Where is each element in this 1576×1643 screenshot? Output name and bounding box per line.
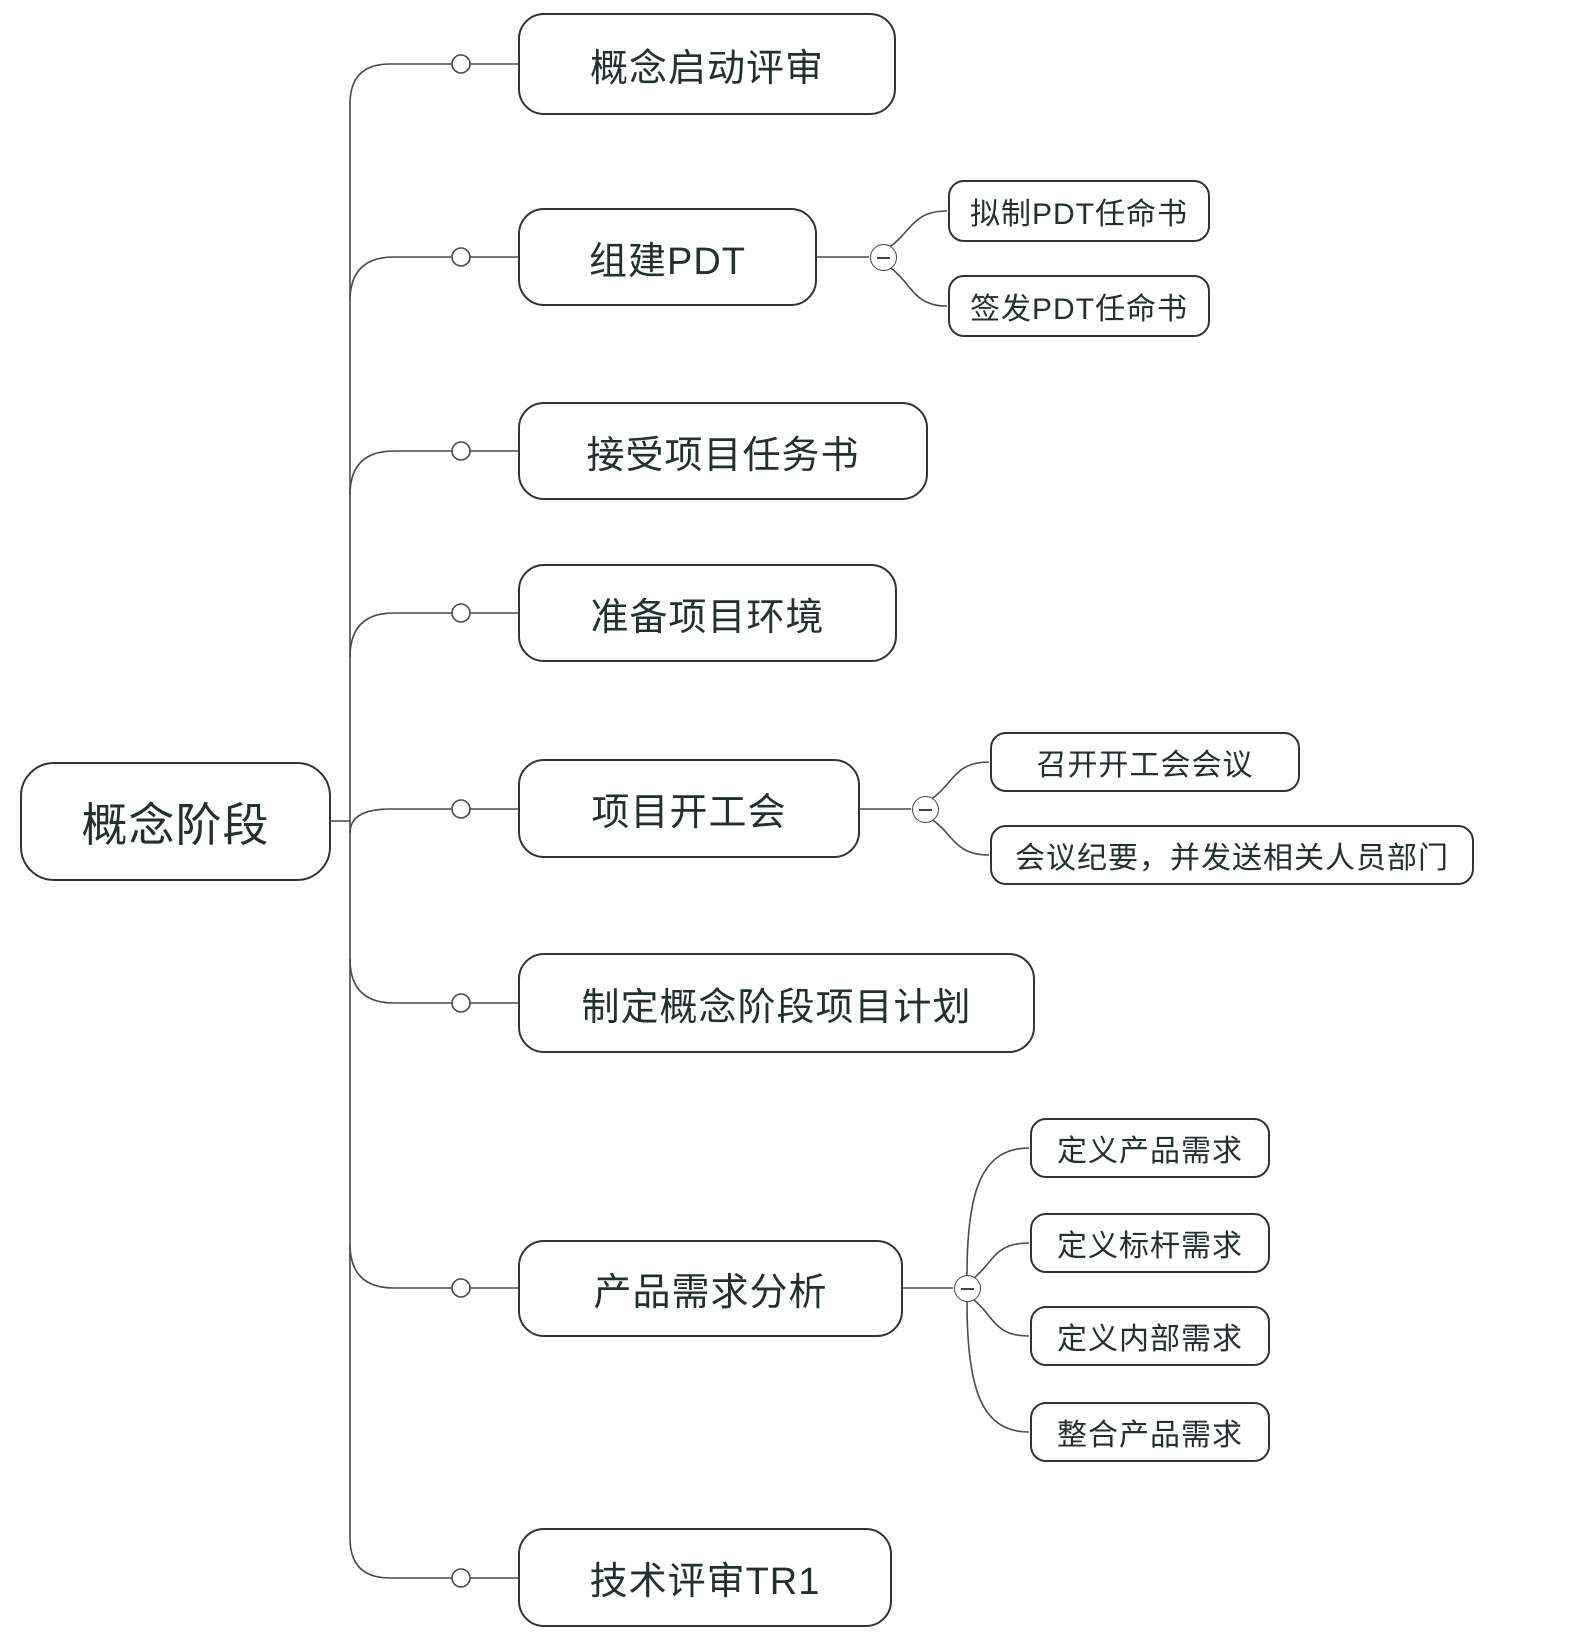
node-hold-kickoff-meeting[interactable]: 召开开工会会议: [990, 732, 1300, 792]
branch-dot: [451, 441, 471, 461]
node-define-benchmark-requirements[interactable]: 定义标杆需求: [1030, 1213, 1270, 1273]
connector-kickoff-child-2: [929, 817, 990, 856]
minus-icon: [961, 1287, 974, 1290]
node-prepare-project-environment[interactable]: 准备项目环境: [518, 564, 897, 662]
branch-dot: [451, 54, 471, 74]
collapse-button-project-kickoff[interactable]: [912, 796, 939, 823]
node-concept-phase[interactable]: 概念阶段: [20, 762, 331, 881]
connector-reqanalysis-child-2: [973, 1242, 1030, 1279]
node-form-pdt[interactable]: 组建PDT: [518, 208, 817, 306]
node-project-kickoff-meeting[interactable]: 项目开工会: [518, 759, 860, 858]
connector-reqanalysis-child-1: [966, 1147, 1030, 1276]
collapse-button-requirement-analysis[interactable]: [954, 1275, 981, 1302]
connector-kickoff-child-1: [929, 761, 990, 801]
node-tech-review-tr1[interactable]: 技术评审TR1: [518, 1528, 892, 1627]
connector-branch-3: [349, 450, 518, 496]
branch-dot: [451, 799, 471, 819]
connector-reqanalysis-child-4: [966, 1301, 1030, 1433]
node-define-internal-requirements[interactable]: 定义内部需求: [1030, 1306, 1270, 1366]
connector-formpdt-child-1: [887, 210, 948, 249]
node-draft-pdt-appointment[interactable]: 拟制PDT任命书: [948, 180, 1210, 242]
branch-dot: [451, 1568, 471, 1588]
minus-icon: [877, 256, 890, 259]
branch-dot: [451, 1278, 471, 1298]
connector-branch-2: [349, 256, 518, 302]
connector-formpdt-child-2: [887, 265, 948, 307]
branch-dot: [451, 993, 471, 1013]
node-concept-kickoff-review[interactable]: 概念启动评审: [518, 13, 896, 115]
connector-branch-6: [349, 958, 518, 1004]
node-accept-project-charter[interactable]: 接受项目任务书: [518, 402, 928, 500]
node-define-product-requirements[interactable]: 定义产品需求: [1030, 1118, 1270, 1178]
node-concept-phase-project-plan[interactable]: 制定概念阶段项目计划: [518, 953, 1035, 1053]
connector-branch-4: [349, 612, 518, 658]
minus-icon: [919, 808, 932, 811]
node-issue-pdt-appointment[interactable]: 签发PDT任命书: [948, 275, 1210, 337]
connector-branch-5: [349, 808, 518, 834]
node-integrate-product-requirements[interactable]: 整合产品需求: [1030, 1402, 1270, 1462]
node-product-requirement-analysis[interactable]: 产品需求分析: [518, 1240, 903, 1337]
node-meeting-minutes[interactable]: 会议纪要，并发送相关人员部门: [990, 825, 1474, 885]
branch-dot: [451, 603, 471, 623]
connector-trunk: [349, 63, 391, 1579]
connector-reqanalysis-child-3: [973, 1299, 1030, 1337]
collapse-button-form-pdt[interactable]: [870, 244, 897, 271]
connector-branch-7: [349, 1243, 518, 1289]
branch-dot: [451, 247, 471, 267]
